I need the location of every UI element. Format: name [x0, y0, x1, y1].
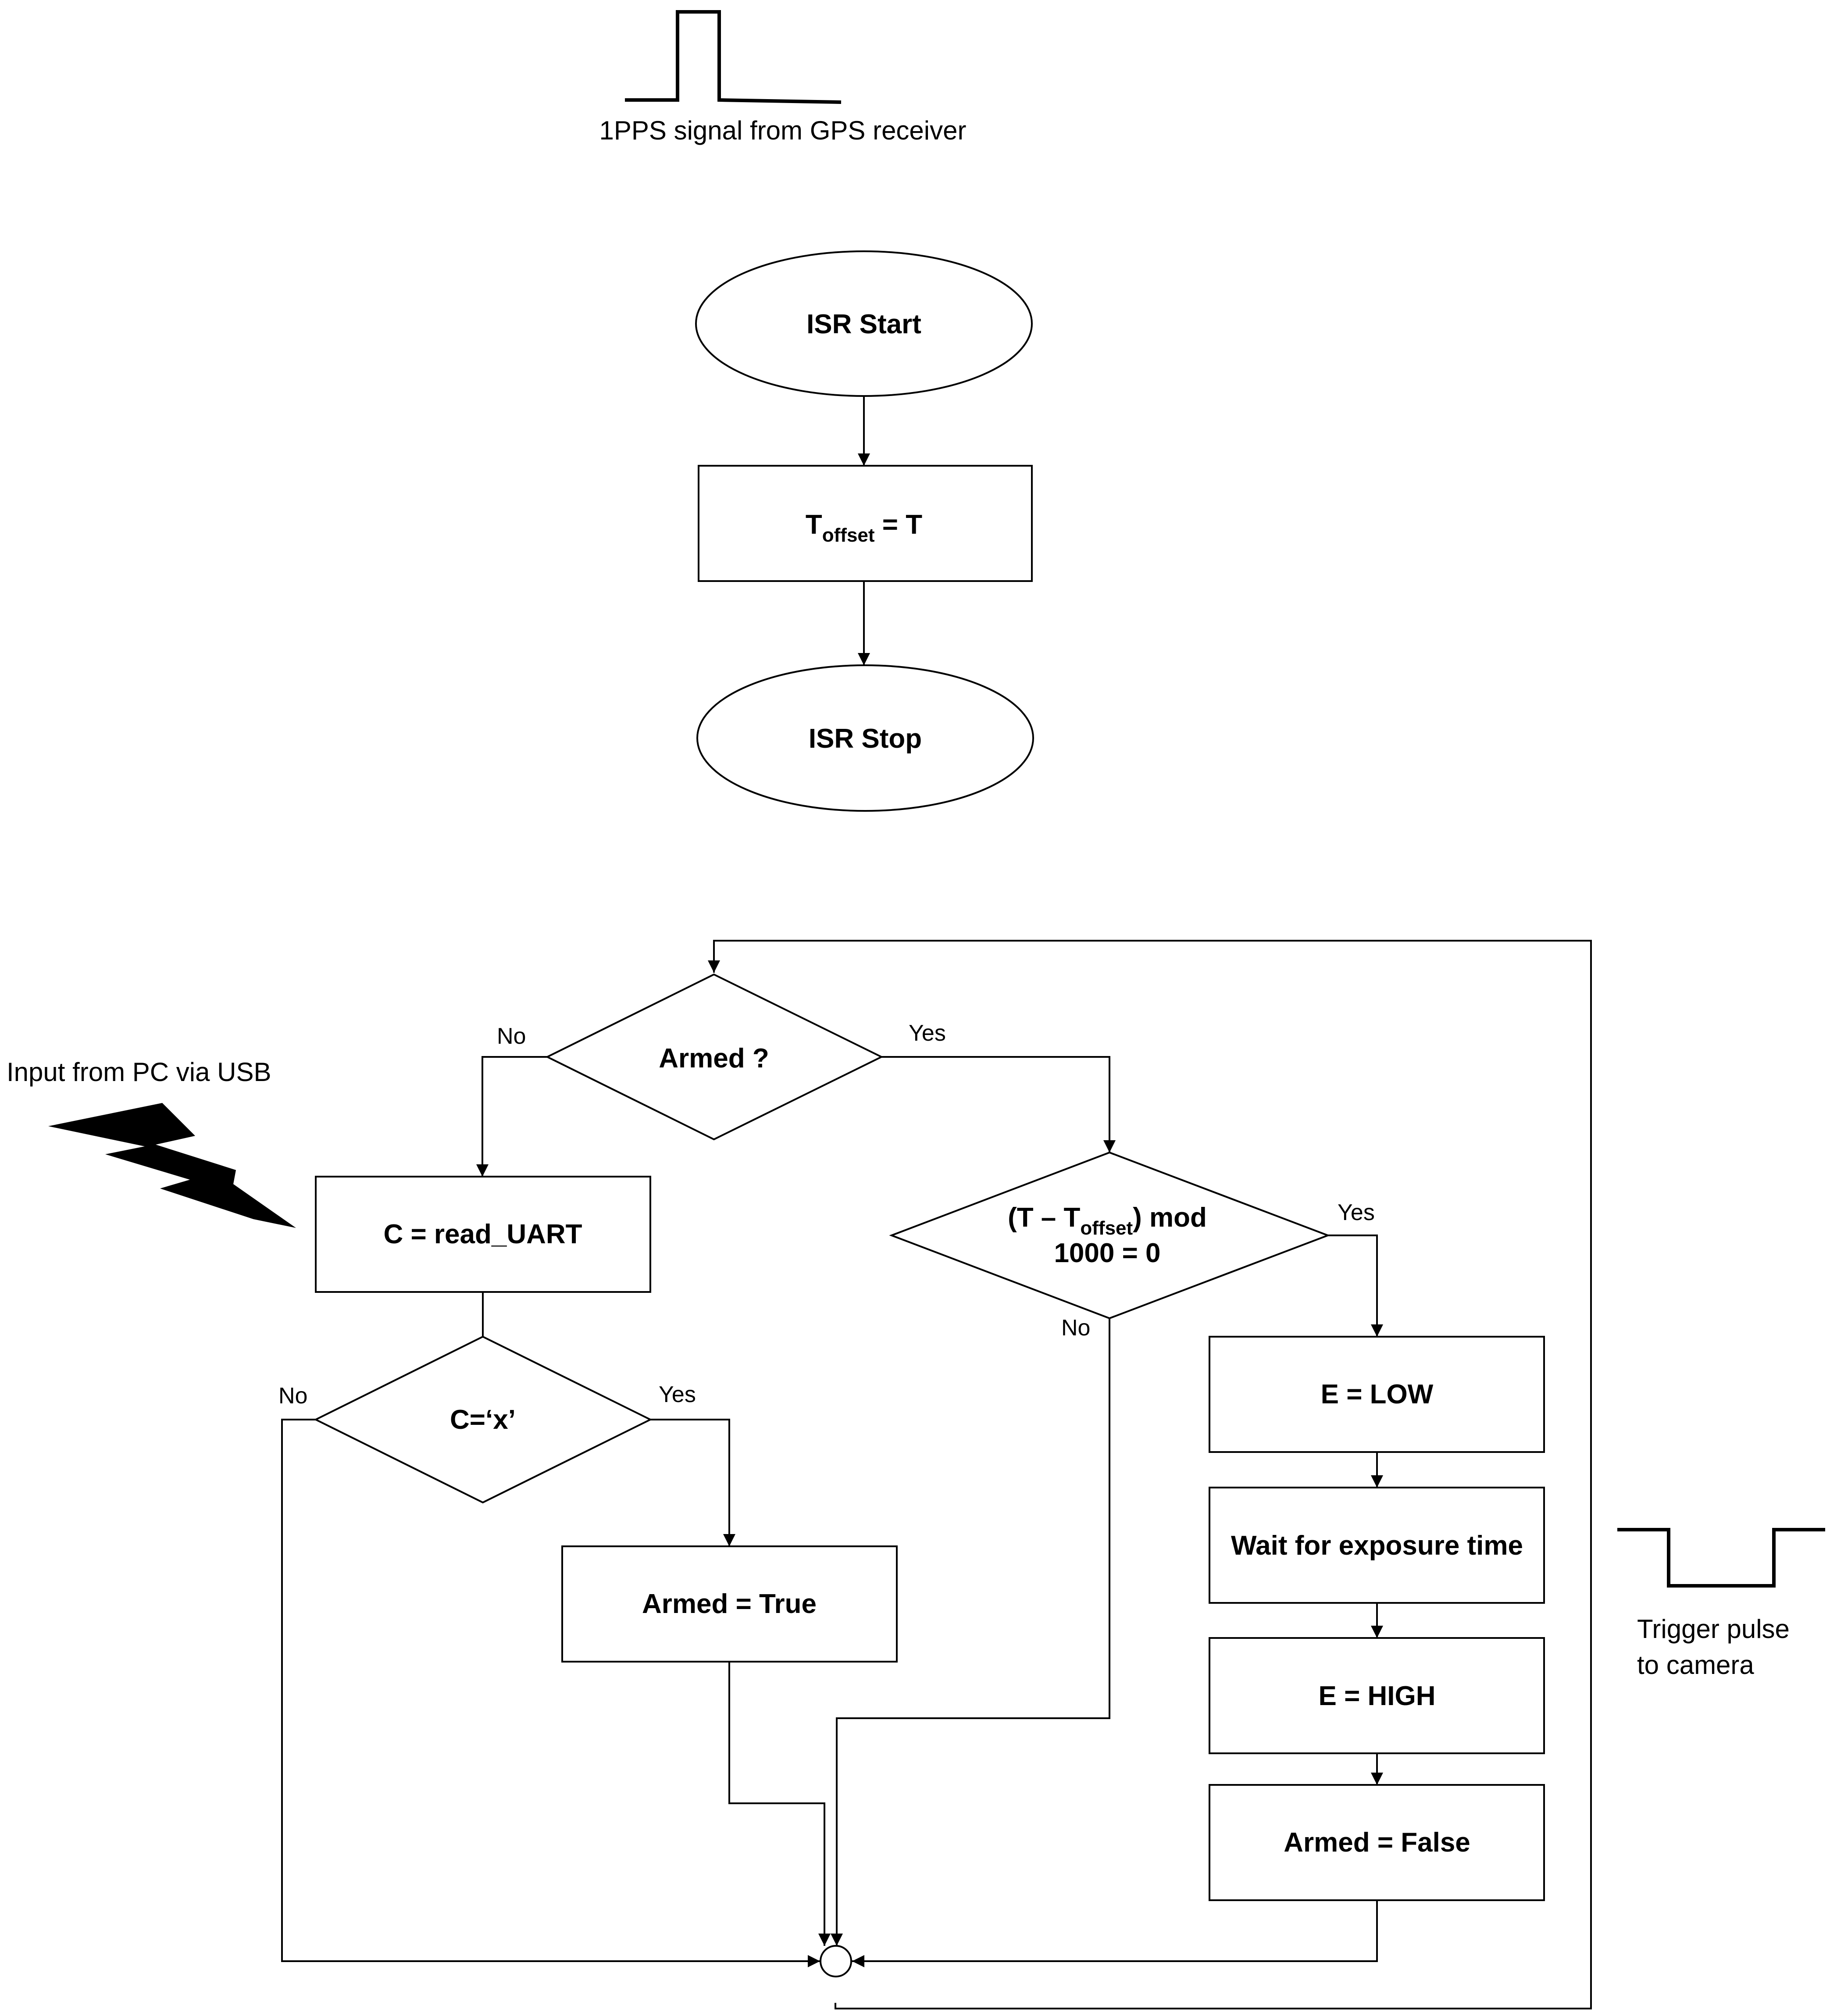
cx-no-arrow	[281, 1419, 820, 1967]
armed-no-label: No	[497, 1024, 526, 1049]
armed-false-arrow	[852, 1900, 1378, 1967]
armed-yes-arrow	[881, 1056, 1116, 1153]
isr-start-terminal: ISR Start	[695, 250, 1033, 397]
merge-connector	[820, 1945, 852, 1977]
armed-decision-label: Armed ?	[659, 1043, 769, 1074]
usb-input-lightning-icon	[48, 1103, 296, 1228]
cx-yes-arrow	[650, 1419, 735, 1546]
pps-signal-caption: 1PPS signal from GPS receiver	[599, 116, 967, 145]
armed-false-box: Armed = False	[1209, 1784, 1545, 1901]
modulo-no-arrow	[831, 1318, 1110, 1946]
trigger-caption-line1: Trigger pulse	[1637, 1614, 1790, 1644]
toffset-assign-box: Toffset = T	[698, 465, 1033, 582]
armed-true-arrow	[728, 1662, 831, 1946]
e-low-label: E = LOW	[1321, 1379, 1434, 1409]
e-high-label: E = HIGH	[1318, 1681, 1435, 1711]
wait-exposure-box: Wait for exposure time	[1209, 1487, 1545, 1604]
read-uart-box: C = read_UART	[315, 1176, 651, 1293]
isr-stop-terminal: ISR Stop	[696, 664, 1034, 812]
modulo-no-label: No	[1061, 1315, 1090, 1341]
isr-start-label: ISR Start	[806, 309, 921, 339]
e-low-box: E = LOW	[1209, 1336, 1545, 1453]
armed-true-box: Armed = True	[561, 1545, 898, 1663]
armed-no-arrow	[476, 1056, 547, 1177]
modulo-decision-label: (T – Toffset) mod	[1008, 1202, 1207, 1239]
pps-pulse-waveform	[625, 10, 842, 104]
trigger-caption-line2: to camera	[1637, 1650, 1754, 1680]
modulo-decision: (T – Toffset) mod 1000 = 0	[889, 1151, 1331, 1320]
wait-exposure-label: Wait for exposure time	[1231, 1531, 1523, 1561]
read-uart-label: C = read_UART	[383, 1219, 582, 1249]
cx-yes-label: Yes	[659, 1382, 696, 1407]
isr-stop-label: ISR Stop	[809, 724, 922, 754]
trigger-pulse-waveform	[1617, 1528, 1825, 1588]
armed-yes-label: Yes	[909, 1020, 946, 1046]
usb-input-caption: Input from PC via USB	[7, 1057, 271, 1087]
modulo-yes-label: Yes	[1338, 1200, 1375, 1225]
cx-no-label: No	[278, 1383, 307, 1409]
cx-decision-label: C=‘x’	[450, 1405, 516, 1435]
armed-true-label: Armed = True	[642, 1589, 817, 1619]
cx-decision: C=‘x’	[314, 1335, 653, 1504]
loop-back-line	[708, 940, 1592, 2009]
armed-decision: Armed ?	[545, 973, 884, 1141]
e-high-box: E = HIGH	[1209, 1637, 1545, 1754]
modulo-decision-label-2: 1000 = 0	[1054, 1238, 1160, 1268]
armed-false-label: Armed = False	[1284, 1827, 1470, 1858]
toffset-assign-label: Toffset = T	[806, 510, 922, 546]
modulo-yes-arrow	[1328, 1235, 1383, 1337]
